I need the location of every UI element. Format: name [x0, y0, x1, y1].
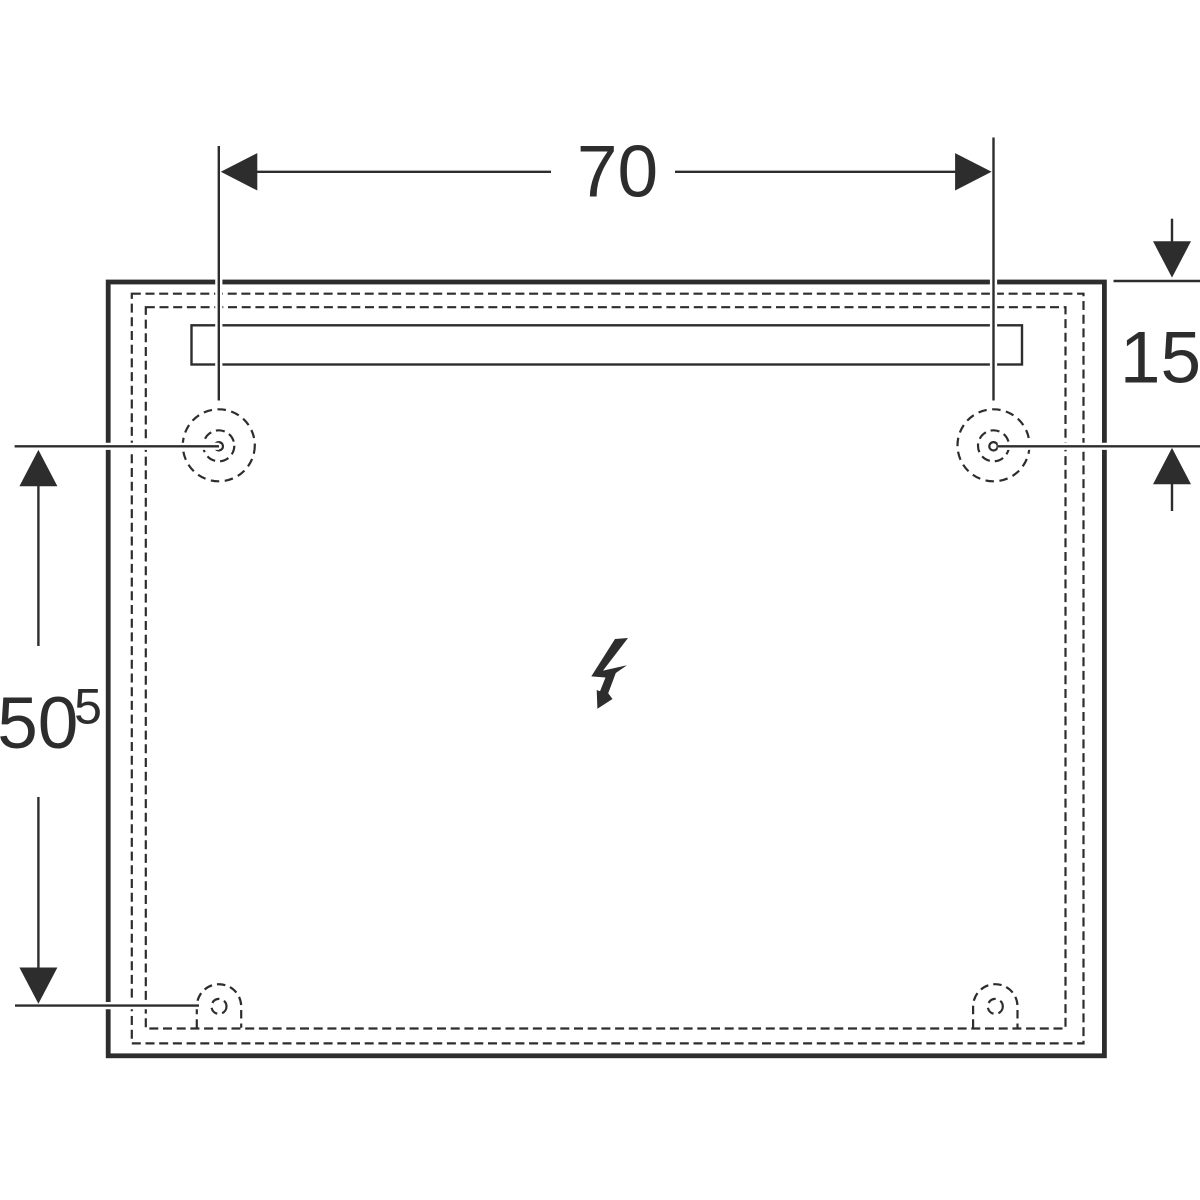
svg-text:50: 50 [0, 683, 78, 764]
svg-text:15: 15 [1120, 318, 1200, 399]
svg-text:70: 70 [577, 132, 658, 213]
svg-text:5: 5 [74, 679, 102, 735]
